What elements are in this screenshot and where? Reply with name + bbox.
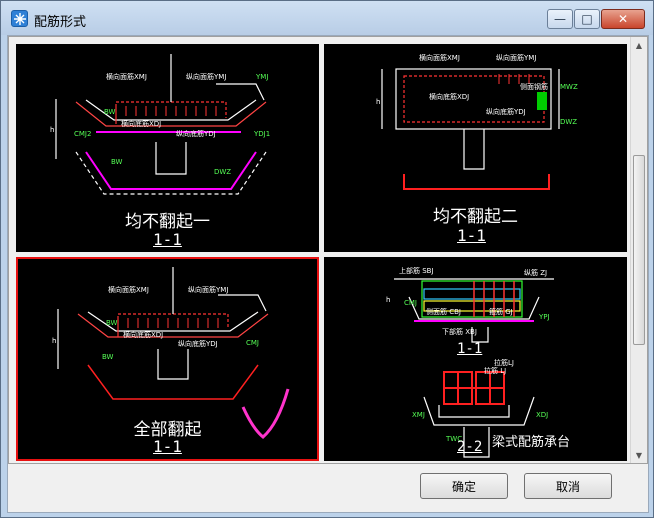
label-bottom-rebar: 下部筋 XBJ — [442, 327, 477, 336]
label-bottom-longitudinal: 纵向底筋YDJ — [178, 339, 218, 348]
rebar-option-none-raised-1[interactable]: 横向面筋XMJ 纵向面筋YMJ 横向底筋XDJ 纵向底筋YDJ YMJ CMJ2… — [16, 44, 319, 252]
label-top-transverse: 横向面筋XMJ — [419, 53, 460, 62]
scroll-down-icon[interactable]: ▼ — [635, 450, 643, 460]
label-bw-1: BW — [104, 108, 116, 116]
label-top-rebar: 上部筋 SBJ — [399, 266, 434, 275]
label-main-rebar: 纵筋 ZJ — [524, 268, 547, 277]
label-cmj: CMJ — [246, 339, 259, 347]
label-h: h — [50, 126, 54, 134]
panel-caption: 全部翻起 — [133, 420, 202, 440]
diagram-all-raised: 横向面筋XMJ 纵向面筋YMJ 横向底筋XDJ 纵向底筋YDJ CMJ BW B… — [52, 267, 290, 439]
label-top-transverse: 横向面筋XMJ — [106, 72, 147, 81]
label-bw-2: BW — [111, 158, 123, 166]
section-label: 1-1 — [153, 437, 182, 456]
label-xdj: XDJ — [536, 411, 548, 419]
label-h: h — [386, 296, 390, 304]
label-dwz: DWZ — [214, 168, 231, 176]
label-h: h — [376, 98, 380, 106]
label-top-longitudinal: 纵向面筋YMJ — [186, 72, 226, 81]
panel-caption: 均不翻起一 — [125, 212, 210, 232]
label-bottom-transverse: 横向底筋XDJ — [429, 92, 469, 101]
section-label: 1-1 — [457, 226, 486, 245]
panel-caption: 梁式配筋承台 — [492, 435, 571, 450]
label-bw: BW — [106, 319, 118, 327]
label-bottom-transverse: 横向底筋XDJ — [123, 330, 163, 339]
title-bar[interactable]: 配筋形式 — □ ✕ — [1, 1, 653, 35]
ok-button[interactable]: 确定 — [420, 473, 508, 499]
label-twc: TWC — [445, 435, 462, 443]
cancel-button[interactable]: 取消 — [524, 473, 612, 499]
label-stirrup: 箍筋 GJ — [489, 307, 513, 316]
label-bottom-longitudinal: 纵向底筋YDJ — [176, 129, 216, 138]
section-label: 1-1 — [153, 230, 182, 249]
label-top-longitudinal: 纵向面筋YMJ — [188, 285, 228, 294]
section-label-bottom: 2-2 — [457, 439, 483, 455]
label-h: h — [52, 337, 56, 345]
vertical-scrollbar[interactable]: ▲ ▼ — [630, 37, 647, 463]
minimize-button[interactable]: — — [547, 9, 573, 29]
label-ymj: YMJ — [255, 73, 268, 81]
label-bottom-transverse: 横向底筋XDJ — [121, 119, 161, 128]
diagram-beam-cap: 上部筋 SBJ 侧面筋 CBJ 拉筋 LJ 箍筋 GJ 下部筋 XBJ 纵筋 Z… — [386, 266, 554, 458]
label-mwz: MWZ — [560, 83, 578, 91]
label-bw-2: BW — [102, 353, 114, 361]
rebar-option-beam-cap[interactable]: 上部筋 SBJ 侧面筋 CBJ 拉筋 LJ 箍筋 GJ 下部筋 XBJ 纵筋 Z… — [324, 257, 627, 461]
label-ydj1: YDJ1 — [253, 130, 270, 138]
label-top-transverse: 横向面筋XMJ — [108, 285, 149, 294]
scroll-up-icon[interactable]: ▲ — [635, 40, 643, 50]
scrollbar-thumb[interactable] — [633, 155, 645, 345]
window-title: 配筋形式 — [34, 15, 87, 30]
checkmark-icon — [241, 388, 290, 439]
label-bottom-longitudinal: 纵向底筋YDJ — [486, 107, 526, 116]
panel-caption: 均不翻起二 — [433, 207, 518, 227]
maximize-button[interactable]: □ — [574, 9, 600, 29]
label-ypj: YPJ — [538, 313, 550, 321]
section-label-top: 1-1 — [457, 341, 483, 357]
label-top-longitudinal: 纵向面筋YMJ — [496, 53, 536, 62]
label-lj: 拉筋LJ — [494, 358, 514, 367]
diagram-none-raised-2: 横向面筋XMJ 纵向面筋YMJ 横向底筋XDJ 纵向底筋YDJ 侧面钢筋 MWZ… — [376, 53, 578, 190]
close-button[interactable]: ✕ — [601, 9, 645, 29]
label-side-rebar: 侧面筋 CBJ — [426, 307, 461, 316]
label-tie-rebar: 拉筋 LJ — [484, 366, 506, 375]
app-icon — [11, 10, 28, 27]
label-dwz: DWZ — [560, 118, 577, 126]
label-side-rebar: 侧面钢筋 — [520, 82, 548, 91]
label-xmj: XMJ — [412, 411, 425, 419]
rebar-pattern-gallery: 横向面筋XMJ 纵向面筋YMJ 横向底筋XDJ 纵向底筋YDJ YMJ CMJ2… — [8, 36, 648, 464]
label-cmj: CMJ — [404, 299, 417, 307]
rebar-option-none-raised-2[interactable]: 横向面筋XMJ 纵向面筋YMJ 横向底筋XDJ 纵向底筋YDJ 侧面钢筋 MWZ… — [324, 44, 627, 252]
label-cmj2: CMJ2 — [74, 130, 91, 138]
diagram-none-raised-1: 横向面筋XMJ 纵向面筋YMJ 横向底筋XDJ 纵向底筋YDJ YMJ CMJ2… — [50, 54, 270, 195]
rebar-option-all-raised[interactable]: 横向面筋XMJ 纵向面筋YMJ 横向底筋XDJ 纵向底筋YDJ CMJ BW B… — [16, 257, 319, 461]
dialog-client-area: 横向面筋XMJ 纵向面筋YMJ 横向底筋XDJ 纵向底筋YDJ YMJ CMJ2… — [7, 35, 649, 513]
